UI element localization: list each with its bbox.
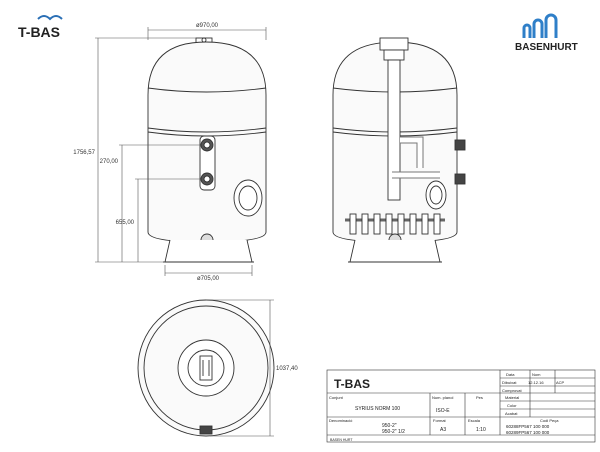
manhole-cover bbox=[233, 179, 263, 217]
tb-label-escala: Escala bbox=[468, 418, 481, 423]
top-view bbox=[137, 299, 275, 437]
tb-label-dibuixat: Dibuixat bbox=[502, 380, 517, 385]
tb-label-comprovat: Comprovat bbox=[502, 388, 522, 393]
tb-label-material: Material bbox=[505, 395, 519, 400]
tb-format: A3 bbox=[440, 427, 446, 433]
basenhurt-logo: BASENHURT bbox=[515, 13, 578, 53]
dim-top-view-height: 1037,40 bbox=[276, 366, 298, 372]
tb-label-pes: Pes bbox=[476, 395, 483, 400]
tb-label-num-planol: Num. planol bbox=[432, 395, 453, 400]
title-block bbox=[326, 369, 596, 443]
dim-total-height: 1756,57 bbox=[73, 150, 95, 156]
tank-seam-top bbox=[147, 87, 267, 93]
tb-label-nom: Nom bbox=[532, 372, 541, 377]
central-pipe bbox=[387, 59, 401, 201]
dim-top-width: ø970,00 bbox=[196, 23, 219, 29]
title-block-logo: T-BAS bbox=[334, 377, 370, 391]
tb-escala: 1:10 bbox=[476, 427, 486, 433]
dim-upper-port: 270,00 bbox=[100, 159, 119, 165]
tb-codi-2: 60289FP567 100 000 bbox=[506, 430, 550, 435]
dim-base-width: ø705,00 bbox=[197, 276, 220, 282]
top-view-valve bbox=[199, 355, 213, 381]
basenhurt-logo-text: BASENHURT bbox=[515, 42, 578, 53]
upper-connection-icon bbox=[454, 139, 466, 151]
section-manhole bbox=[425, 180, 447, 210]
tb-author: ACP bbox=[556, 380, 565, 385]
tb-denominacio-1: 950-2" bbox=[382, 423, 397, 429]
lower-connection-icon bbox=[454, 173, 466, 185]
tb-codi-1: 60288FP567 100 000 bbox=[506, 424, 550, 429]
front-view-dimensions bbox=[95, 27, 267, 276]
laterals bbox=[349, 213, 441, 235]
tb-conjunt: SYRIUS NORM 100 bbox=[355, 406, 400, 412]
tb-standard: ISO-E bbox=[436, 408, 450, 414]
dim-lower-port: 655,00 bbox=[116, 220, 135, 226]
tb-denominacio-2: 950-2" 1/2 bbox=[382, 429, 405, 435]
manhole-inner bbox=[238, 185, 258, 211]
tb-label-codi-peca: Codi Peça bbox=[540, 418, 559, 423]
section-view bbox=[332, 37, 466, 263]
tank-seam-mid bbox=[147, 127, 267, 133]
top-view-dimension bbox=[206, 299, 274, 437]
tb-date: 12.12.16 bbox=[528, 380, 544, 385]
tbas-logo: T-BAS bbox=[18, 15, 63, 40]
tb-label-color: Color bbox=[507, 403, 517, 408]
section-stand bbox=[349, 239, 441, 263]
tb-label-format: Format bbox=[433, 418, 447, 423]
top-view-fitting bbox=[199, 425, 213, 435]
front-view bbox=[147, 37, 267, 263]
tbas-logo-text: T-BAS bbox=[18, 24, 60, 40]
tb-label-acabat: Acabat bbox=[505, 411, 518, 416]
tb-label-denominacio: Denominació bbox=[329, 418, 353, 423]
tb-label-conjunt: Conjunt bbox=[329, 395, 344, 400]
top-view-cover-inner bbox=[187, 349, 225, 387]
tank-stand bbox=[164, 239, 253, 263]
tb-label-data: Data bbox=[506, 372, 515, 377]
tb-footer: BASEN HURT bbox=[330, 438, 353, 442]
section-top-fitting bbox=[379, 37, 409, 51]
